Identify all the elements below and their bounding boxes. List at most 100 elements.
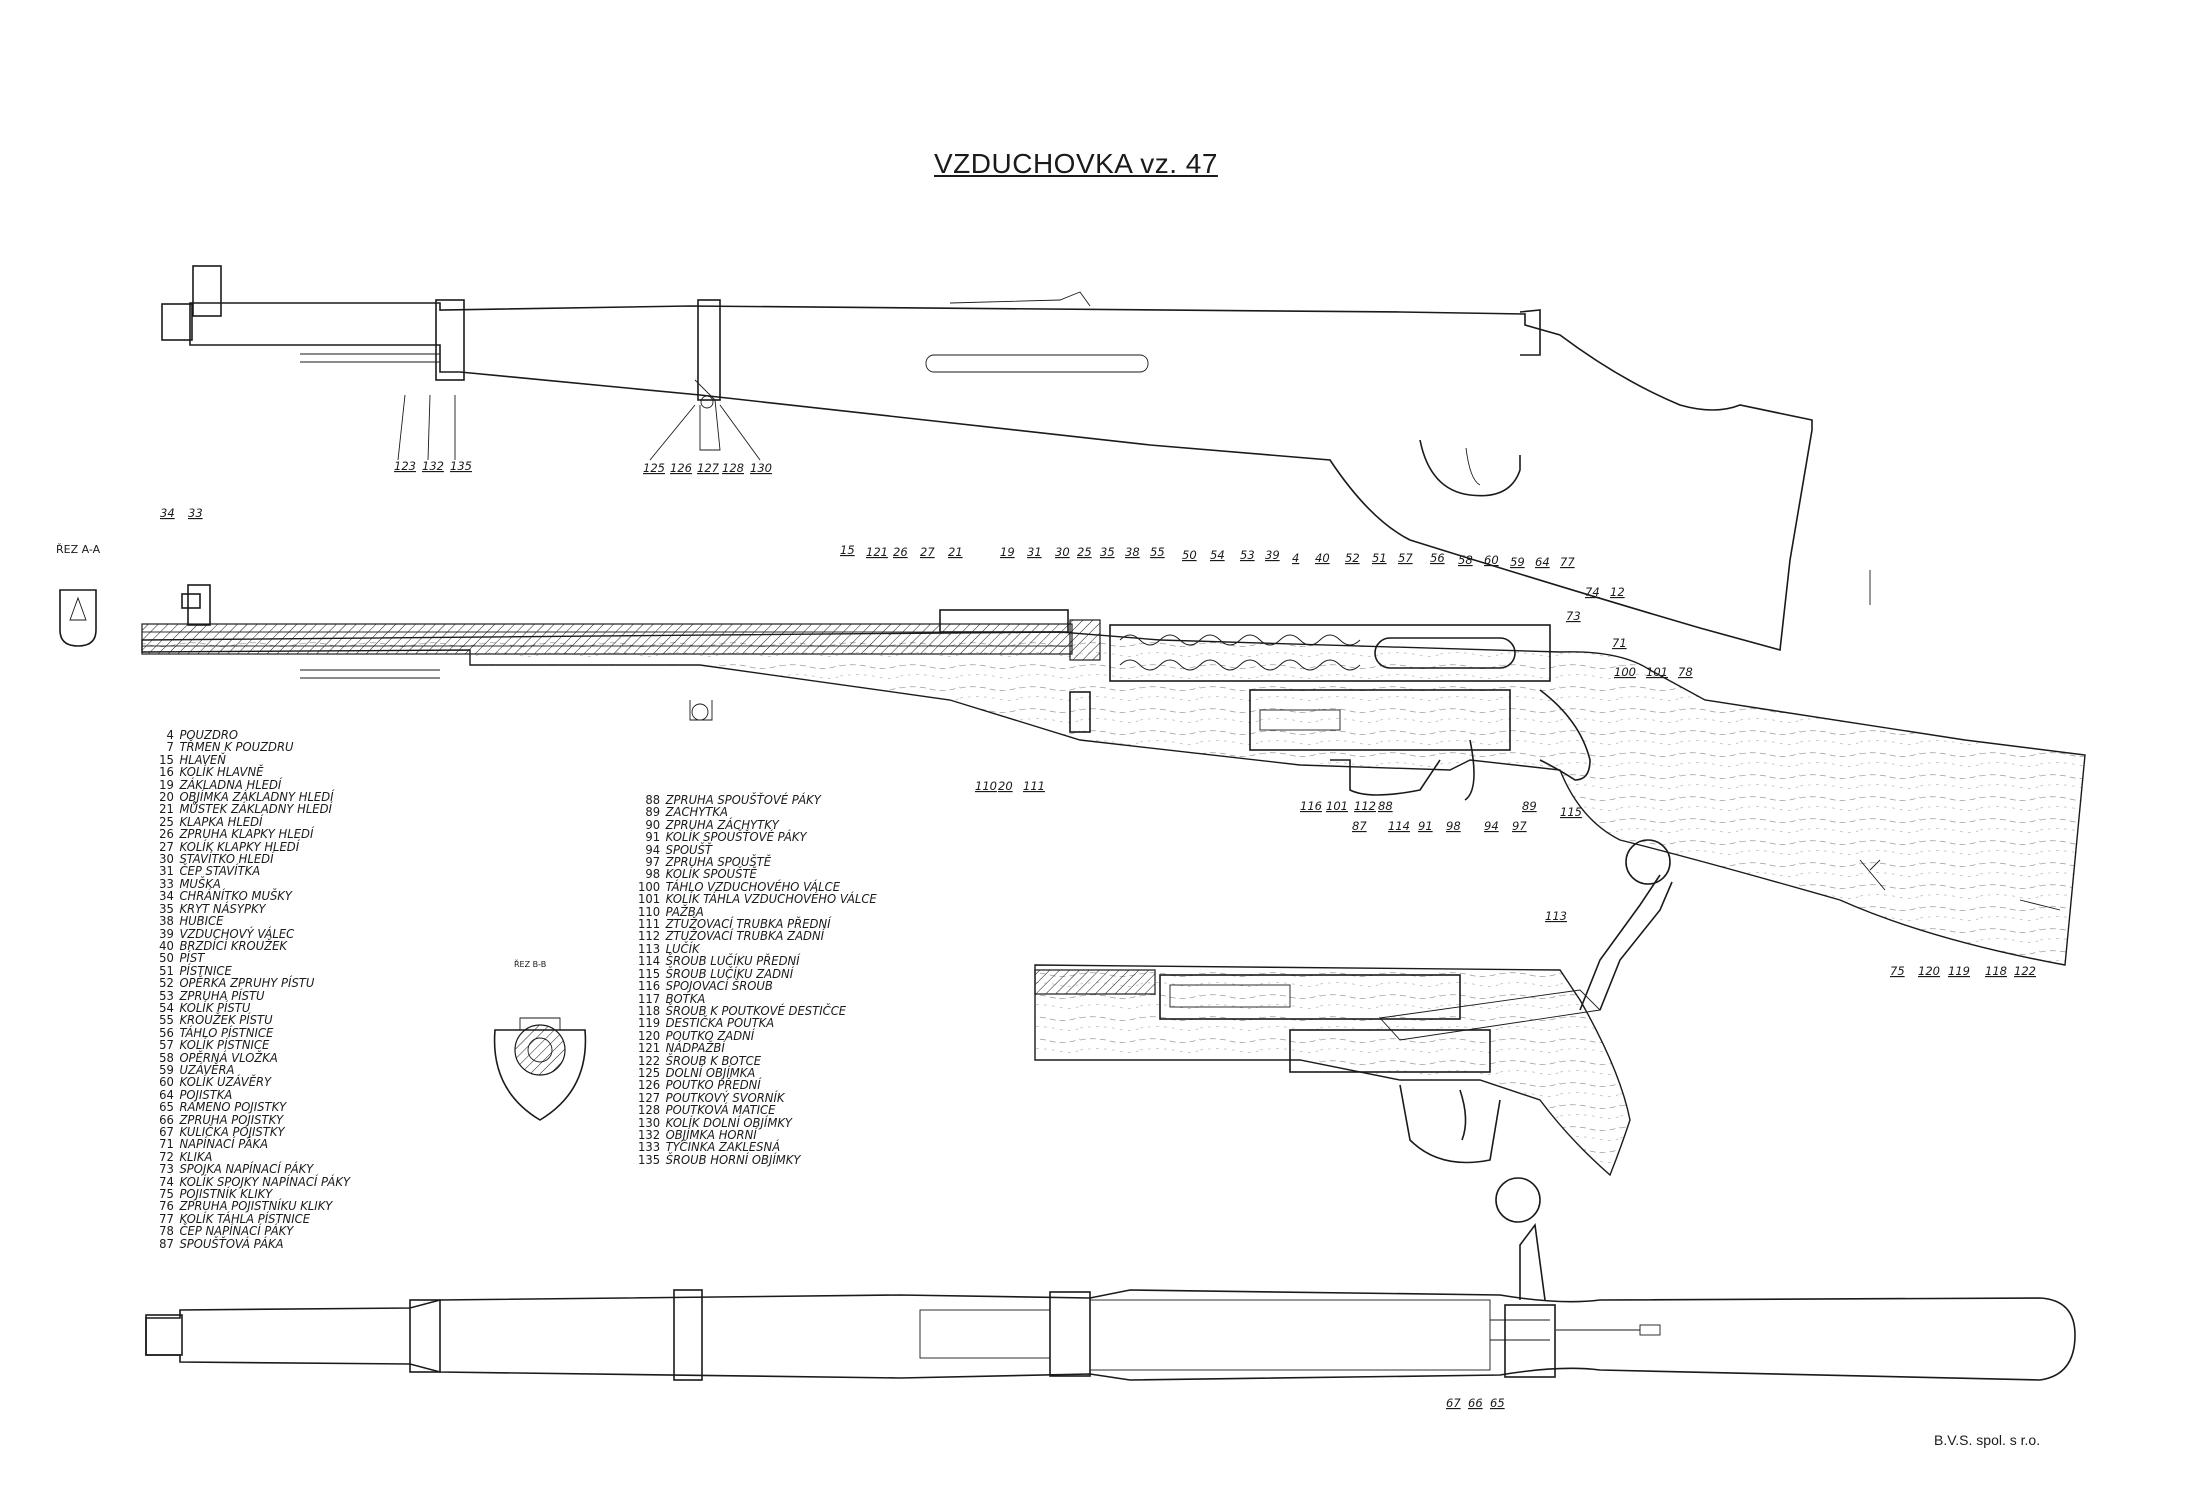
legend-part-name: KOLÍK PÍSTU <box>179 999 251 1015</box>
legend-part-number: 53 <box>159 987 174 1003</box>
callout-number: 78 <box>1678 665 1693 679</box>
legend-row: 50 PÍST <box>150 950 350 966</box>
legend-part-name: POUTKOVÝ SVORNÍK <box>665 1089 785 1105</box>
legend-part-name: KOLÍK DOLNÍ OBJÍMKY <box>665 1114 792 1130</box>
legend-part-name: POUZDRO <box>179 727 239 742</box>
legend-part-name: ŠROUB K BOTCE <box>665 1052 762 1068</box>
legend-part-number: 128 <box>638 1102 661 1118</box>
legend-part-name: ZPRUHA SPOUŠŤOVÉ PÁKY <box>665 792 821 807</box>
legend-part-number: 25 <box>159 813 174 829</box>
legend-part-number: 127 <box>638 1089 661 1105</box>
callout-number: 56 <box>1430 551 1445 565</box>
callout-number: 50 <box>1182 548 1197 562</box>
legend-part-number: 121 <box>638 1040 661 1056</box>
callout-number: 123 <box>394 459 416 473</box>
legend-part-number: 91 <box>645 829 661 845</box>
callout-number: 30 <box>1055 545 1070 559</box>
callout-number: 66 <box>1468 1396 1483 1410</box>
callout-number: 20 <box>998 779 1013 793</box>
callout-number: 130 <box>750 461 772 475</box>
legend-part-name: DESTIČKA POUTKA <box>665 1015 775 1031</box>
legend-part-number: 111 <box>638 916 661 932</box>
legend-part-number: 38 <box>159 913 174 929</box>
legend-part-number: 132 <box>638 1126 661 1142</box>
callout-number: 110 <box>975 779 997 793</box>
legend-part-number: 15 <box>159 751 174 767</box>
legend-part-number: 35 <box>159 900 174 916</box>
callout-number: 31 <box>1027 545 1042 559</box>
callout-number: 122 <box>2014 964 2036 978</box>
legend-part-name: MŮSTEK ZÁKLADNY HLEDÍ <box>179 801 332 817</box>
legend-part-name: CHRÁNÍTKO MUŠKY <box>179 888 292 904</box>
legend-part-name: POJISTNÍK KLIKY <box>179 1186 273 1202</box>
callout-number: 51 <box>1372 551 1387 565</box>
callout-number: 94 <box>1484 819 1499 833</box>
callout-number: 58 <box>1458 553 1473 567</box>
callout-number: 119 <box>1948 964 1970 978</box>
legend-part-number: 58 <box>159 1049 174 1065</box>
legend-part-name: NÁDPAŽBÍ <box>665 1040 725 1056</box>
callout-number: 34 <box>160 506 175 520</box>
legend-part-number: 50 <box>159 950 174 966</box>
callout-number: 55 <box>1150 545 1165 559</box>
legend-part-name: ZPRUHA SPOUŠTĚ <box>665 854 772 870</box>
legend-part-number: 94 <box>645 841 661 857</box>
callout-number: 39 <box>1265 548 1280 562</box>
legend-part-name: PÍSTNICE <box>179 962 232 978</box>
legend-part-name: ZPRUHA POJISTKY <box>179 1111 284 1127</box>
callout-number: 111 <box>1023 779 1045 793</box>
legend-part-number: 56 <box>159 1024 174 1040</box>
callout-number: 100 <box>1614 665 1636 679</box>
legend-part-number: 97 <box>645 854 661 870</box>
legend-part-name: KOLÍK PÍSTNICE <box>179 1037 270 1053</box>
legend-part-number: 77 <box>159 1210 174 1226</box>
callout-number: 118 <box>1985 964 2007 978</box>
callout-number: 4 <box>1292 551 1299 565</box>
legend-part-number: 31 <box>159 863 174 879</box>
legend-part-name: KOLÍK HLAVNĚ <box>179 764 264 780</box>
legend-part-number: 7 <box>166 739 174 755</box>
legend-part-name: ZTUŽOVACÍ TRUBKA ZADNÍ <box>665 928 825 944</box>
callout-number: 12 <box>1610 585 1625 599</box>
legend-part-number: 20 <box>159 789 174 805</box>
legend-part-number: 75 <box>159 1186 174 1202</box>
legend-part-number: 67 <box>159 1124 174 1139</box>
legend-part-number: 16 <box>159 764 174 780</box>
legend-part-number: 112 <box>638 928 661 944</box>
callout-number: 89 <box>1522 799 1537 813</box>
legend-part-name: PÍST <box>179 950 205 966</box>
legend-part-number: 78 <box>159 1223 174 1239</box>
callout-number: 27 <box>920 545 935 559</box>
legend-part-name: SPOJKA NAPÍNACÍ PÁKY <box>179 1161 314 1177</box>
legend-part-number: 101 <box>638 891 661 907</box>
legend-part-name: KLAPKA HLEDÍ <box>179 813 263 829</box>
legend-part-name: ŠROUB LUČÍKU PŘEDNÍ <box>665 953 800 969</box>
legend-part-name: TÁHLO VZDUCHOVÉHO VÁLCE <box>665 878 841 894</box>
rifle-top-view <box>145 1177 2076 1381</box>
legend-part-name: KOLÍK TÁHLA VZDUCHOVÉHO VÁLCE <box>665 891 877 907</box>
callout-number: 35 <box>1100 545 1115 559</box>
legend-part-name: POUTKO PŘEDNÍ <box>665 1077 761 1093</box>
legend-part-number: 64 <box>159 1086 174 1102</box>
callout-number: 40 <box>1315 551 1330 565</box>
